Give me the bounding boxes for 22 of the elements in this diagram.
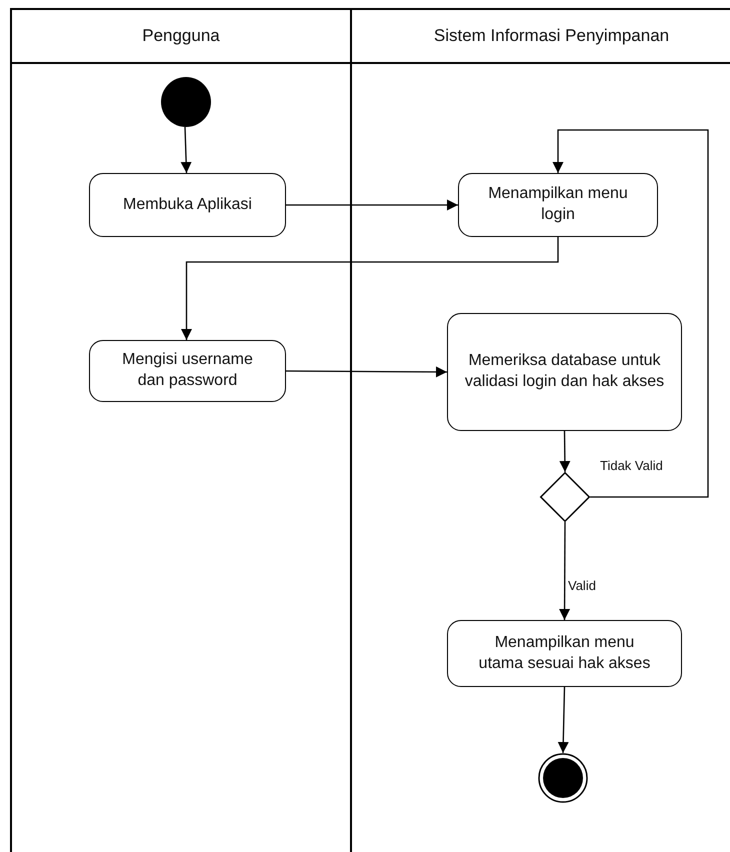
edge-label: Valid bbox=[566, 578, 598, 593]
arrow bbox=[181, 237, 559, 340]
arrow bbox=[552, 129, 709, 498]
action-box: Menampilkan menu login bbox=[458, 173, 658, 237]
action-box: Membuka Aplikasi bbox=[89, 173, 286, 237]
arrow bbox=[285, 366, 447, 378]
action-box: Menampilkan menu utama sesuai hak akses bbox=[447, 620, 682, 687]
initial-node bbox=[161, 77, 211, 127]
swimlane bbox=[351, 8, 730, 852]
decision-diamond bbox=[540, 472, 590, 522]
lane-header: Pengguna bbox=[12, 10, 350, 64]
arrow bbox=[559, 431, 570, 472]
final-node bbox=[538, 753, 588, 803]
arrow bbox=[559, 522, 570, 620]
edge-label: Tidak Valid bbox=[598, 458, 665, 473]
arrow bbox=[558, 686, 569, 754]
arrow bbox=[285, 200, 458, 210]
action-box: Memeriksa database untuk validasi login dan hak akses bbox=[447, 313, 682, 431]
action-box: Mengisi username dan password bbox=[89, 340, 286, 402]
arrow bbox=[180, 126, 192, 174]
swimlane bbox=[10, 8, 351, 852]
lane-header: Sistem Informasi Penyimpanan bbox=[352, 10, 730, 64]
